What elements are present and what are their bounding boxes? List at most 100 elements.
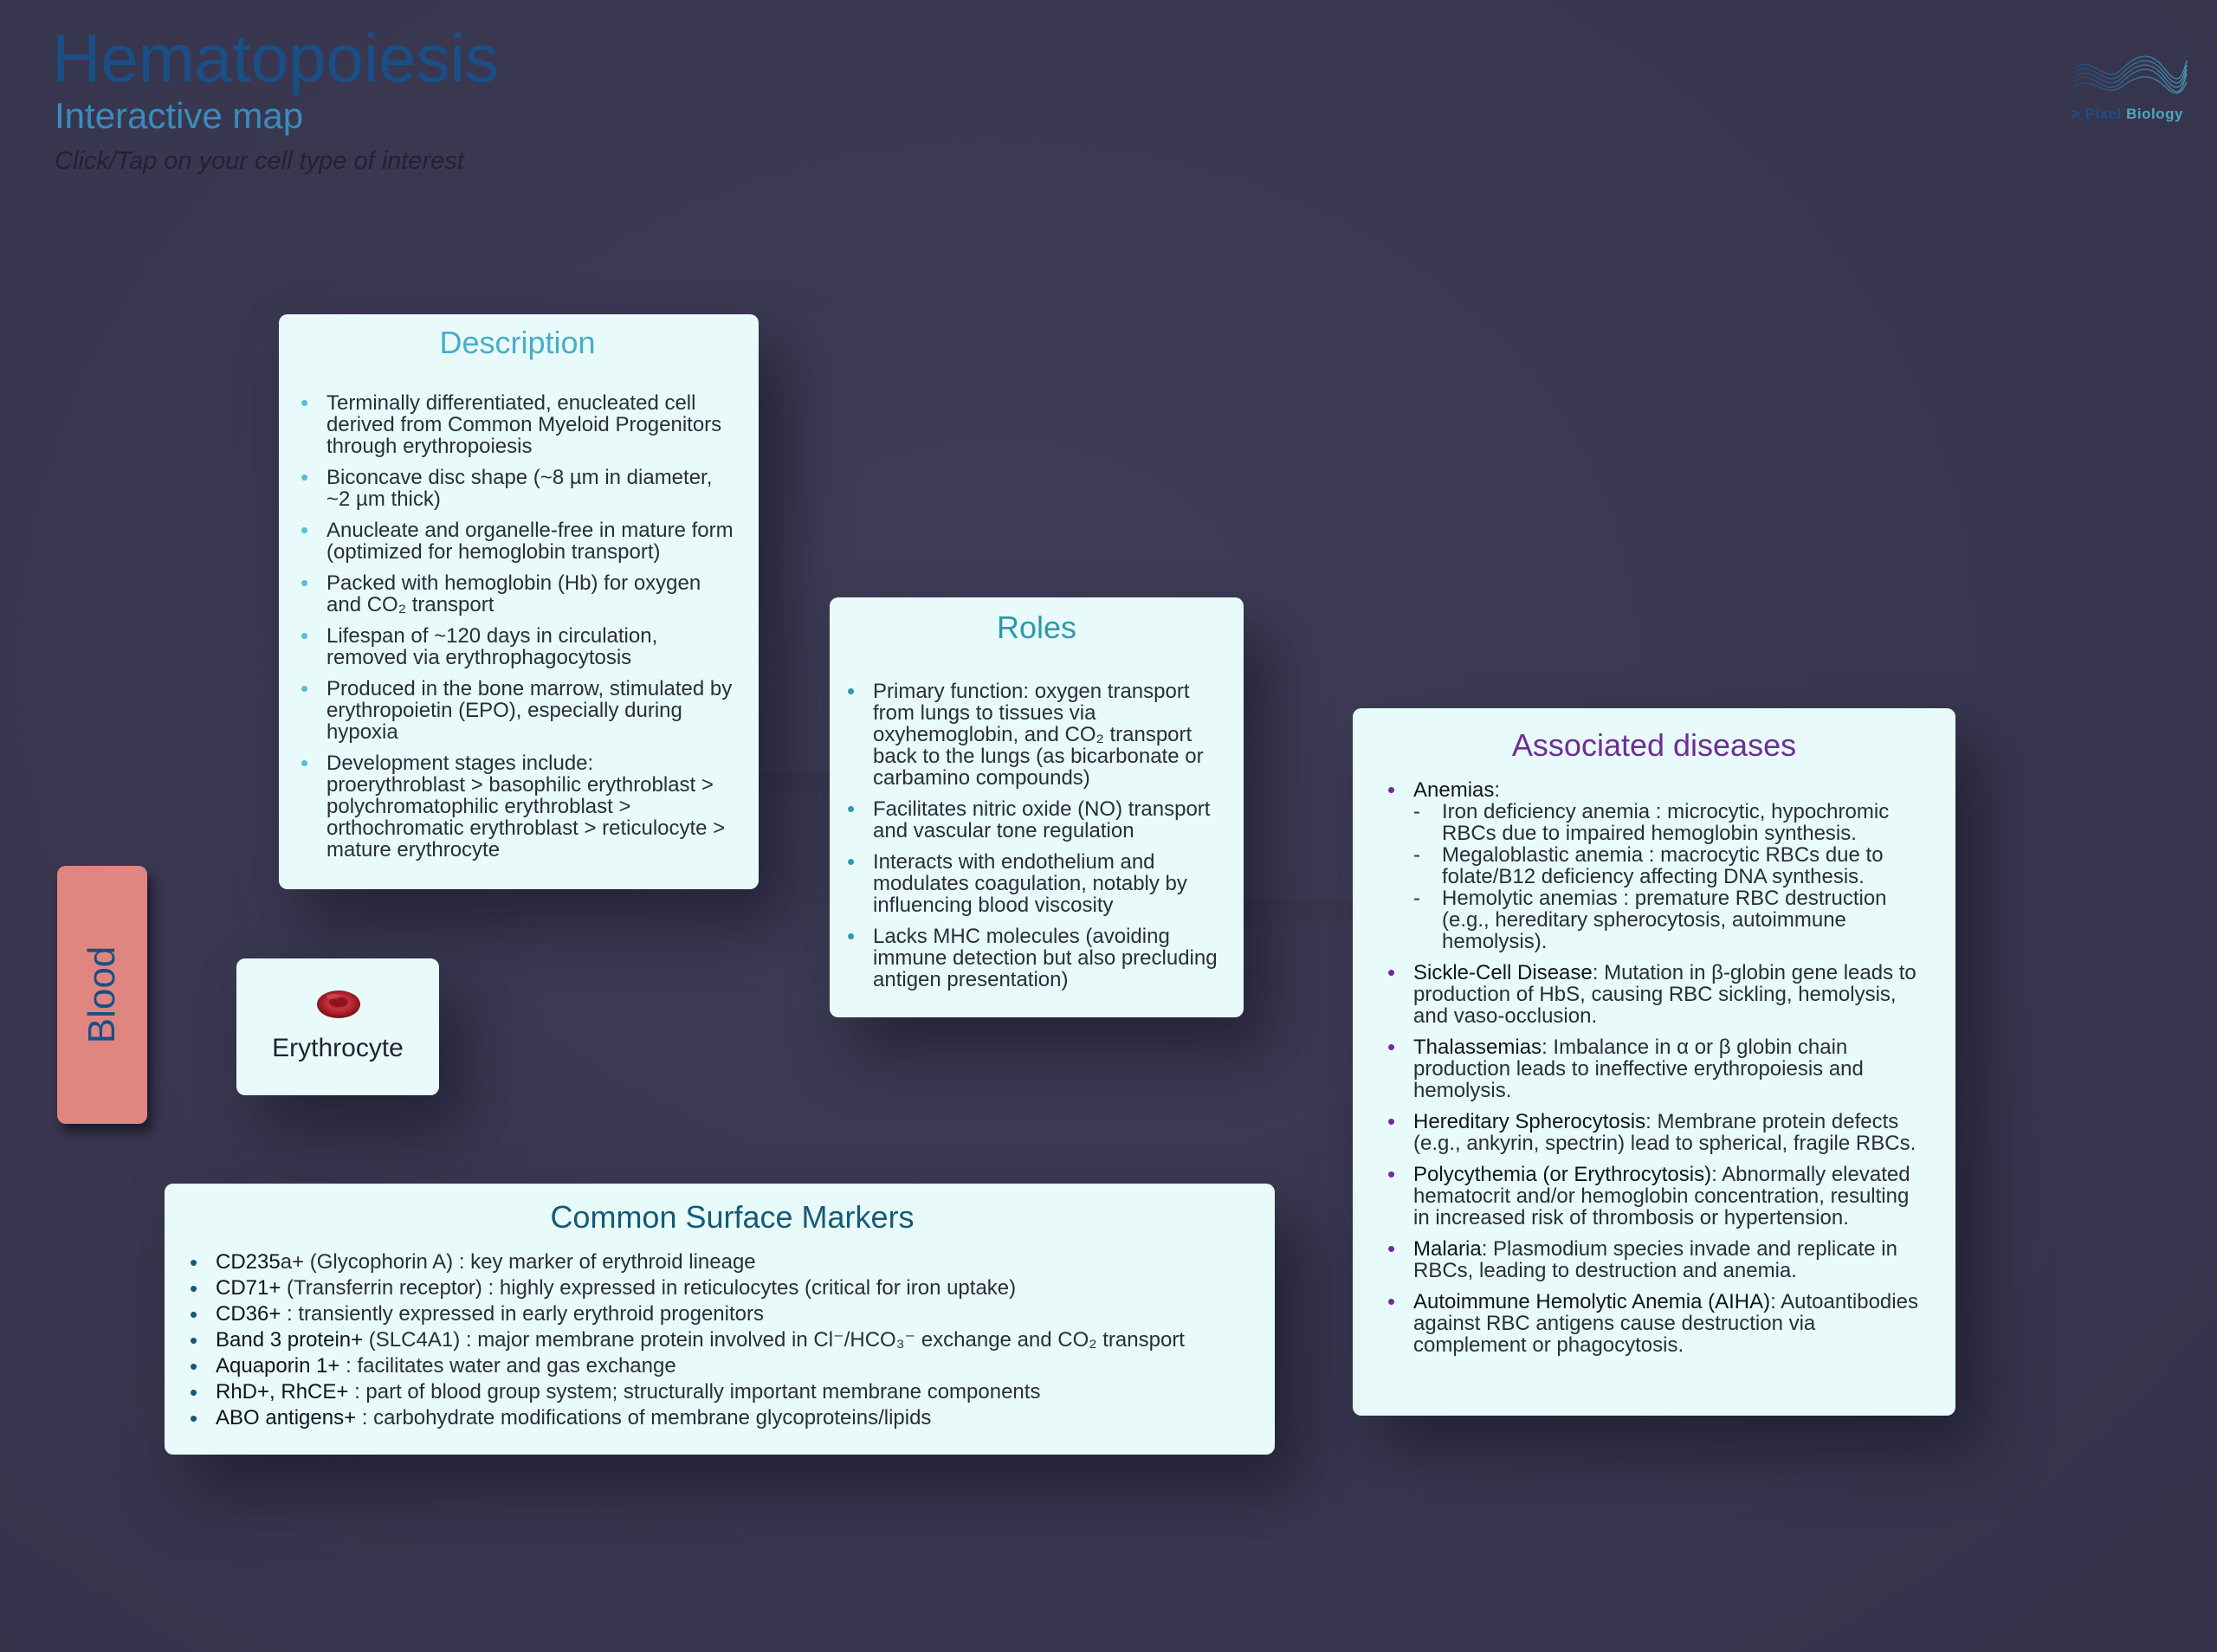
bullet-icon: • bbox=[190, 1379, 198, 1405]
list-item: •Packed with hemoglobin (Hb) for oxygen … bbox=[301, 571, 734, 616]
bullet-icon: • bbox=[301, 517, 309, 543]
anemias-sublist: -Iron deficiency anemia : microcytic, hy… bbox=[1413, 801, 1921, 952]
marker-name: CD235 bbox=[216, 1250, 281, 1274]
list-item: •Development stages include: proerythrob… bbox=[301, 752, 734, 861]
blood-tab-label: Blood bbox=[81, 945, 123, 1044]
page-title: Hematopoiesis bbox=[52, 20, 499, 96]
disease-name: Autoimmune Hemolytic Anemia (AIHA) bbox=[1413, 1290, 1771, 1313]
dash-icon: - bbox=[1413, 843, 1420, 867]
sub-list-item: -Megaloblastic anemia : macrocytic RBCs … bbox=[1413, 844, 1921, 887]
list-item: • Facilitates nitric oxide (NO) transport… bbox=[847, 797, 1226, 842]
marker-name: CD36+ bbox=[216, 1302, 281, 1326]
description-item-text: Terminally differentiated, enucleated ce… bbox=[326, 391, 722, 458]
list-item: • CD71+ (Transferrin receptor) : highly e… bbox=[190, 1275, 1249, 1301]
disease-text: : Autoantibodies against RBC antigens ca… bbox=[1413, 1290, 1918, 1357]
bullet-icon: • bbox=[847, 678, 856, 704]
description-item-text: Biconcave disc shape (~8 µm in diameter,… bbox=[326, 466, 713, 511]
bullet-icon: • bbox=[301, 675, 309, 701]
roles-list: • Primary function: oxygen transport from… bbox=[847, 680, 1226, 991]
disease-name: Anemias bbox=[1413, 778, 1495, 802]
disease-name: Polycythemia (or Erythrocytosis) bbox=[1413, 1163, 1712, 1186]
disease-name: Thalassemias bbox=[1413, 1036, 1542, 1059]
bullet-icon: • bbox=[1387, 1034, 1396, 1060]
list-item: •CD235a+ (Glycophorin A) : key marker of… bbox=[190, 1249, 1249, 1275]
page-subtitle: Interactive map bbox=[55, 95, 304, 136]
disease-text: : Abnormally elevated hematocrit and/or … bbox=[1413, 1163, 1910, 1229]
connector-roles-diseases bbox=[1244, 900, 1353, 921]
erythrocyte-node[interactable]: Erythrocyte bbox=[236, 958, 439, 1095]
marker-text: : carbohydrate modifications of membrane… bbox=[356, 1406, 932, 1429]
list-item: •Lacks MHC molecules (avoiding immune de… bbox=[847, 925, 1226, 991]
marker-name: ABO antigens+ bbox=[216, 1406, 357, 1429]
erythrocyte-label: Erythrocyte bbox=[272, 1034, 404, 1062]
roles-item-text: Primary function: oxygen transport from … bbox=[873, 680, 1204, 790]
bullet-icon: • bbox=[301, 464, 309, 490]
marker-name: CD71+ bbox=[216, 1276, 281, 1300]
list-item: •Autoimmune Hemolytic Anemia (AIHA): Aut… bbox=[1387, 1290, 1921, 1357]
marker-text: (Transferrin receptor) : highly expresse… bbox=[281, 1276, 1017, 1300]
sub-item-text: Megaloblastic anemia : macrocytic RBCs d… bbox=[1442, 843, 1884, 888]
dash-icon: - bbox=[1413, 887, 1420, 910]
bullet-icon: • bbox=[1387, 959, 1396, 985]
connector-desc-roles bbox=[759, 772, 830, 793]
disease-text: : bbox=[1494, 778, 1501, 802]
list-item: • RhD+, RhCE+ : part of blood group syste… bbox=[190, 1379, 1249, 1405]
markers-list: • CD235a+ (Glycophorin A) : key marker of… bbox=[190, 1249, 1249, 1431]
logo-suffix: Biology bbox=[2126, 106, 2183, 122]
description-card: Description • Terminally differentiated, … bbox=[279, 314, 759, 889]
list-item: •Polycythemia (or Erythrocytosis): Abnor… bbox=[1387, 1163, 1921, 1229]
bullet-icon: • bbox=[190, 1405, 198, 1431]
markers-title: Common Surface Markers bbox=[550, 1199, 915, 1235]
description-item-text: Produced in the bone marrow, stimulated … bbox=[326, 677, 733, 744]
marker-text: a+ (Glycophorin A) : key marker of eryth… bbox=[280, 1250, 756, 1274]
list-item: • Biconcave disc shape (~8 µm in diameter… bbox=[301, 466, 734, 511]
marker-name: RhD+, RhCE+ bbox=[216, 1380, 349, 1404]
blood-tab[interactable]: Blood bbox=[57, 866, 147, 1124]
diseases-list: •Anemias: -Iron deficiency anemia : micr… bbox=[1387, 778, 1921, 1357]
logo-text: > Pixel Biology bbox=[2072, 106, 2183, 123]
bullet-icon: • bbox=[301, 623, 309, 649]
disease-name: Hereditary Spherocytosis bbox=[1413, 1110, 1646, 1133]
list-item: •Lifespan of ~120 days in circulation, r… bbox=[301, 624, 734, 668]
logo-prefix: > Pixel bbox=[2072, 106, 2127, 122]
description-list: • Terminally differentiated, enucleated c… bbox=[301, 391, 734, 861]
dash-icon: - bbox=[1413, 800, 1420, 823]
roles-item-text: Interacts with endothelium and modulates… bbox=[873, 850, 1187, 917]
list-item: • Terminally differentiated, enucleated c… bbox=[301, 391, 734, 458]
marker-name: Aquaporin 1+ bbox=[216, 1354, 340, 1378]
sub-list-item: -Hemolytic anemias : premature RBC destr… bbox=[1413, 887, 1921, 952]
bullet-icon: • bbox=[847, 796, 856, 822]
bullet-icon: • bbox=[1387, 1236, 1396, 1262]
list-item: •Sickle-Cell Disease: Mutation in β-glob… bbox=[1387, 961, 1921, 1027]
bullet-icon: • bbox=[190, 1275, 198, 1301]
connector-cell-markers bbox=[381, 1095, 398, 1184]
roles-card: Roles • Primary function: oxygen transpor… bbox=[830, 597, 1244, 1017]
bullet-icon: • bbox=[190, 1353, 198, 1379]
disease-name: Malaria bbox=[1413, 1237, 1482, 1261]
disease-text: : Imbalance in α or β globin chain produ… bbox=[1413, 1036, 1864, 1102]
surface-markers-card: Common Surface Markers • CD235a+ (Glycoph… bbox=[165, 1184, 1275, 1455]
sub-item-text: Iron deficiency anemia : microcytic, hyp… bbox=[1442, 800, 1890, 845]
bullet-icon: • bbox=[1387, 1108, 1396, 1134]
list-item: •Anemias: -Iron deficiency anemia : micr… bbox=[1387, 778, 1921, 952]
list-item: •Malaria: Plasmodium species invade and … bbox=[1387, 1237, 1921, 1281]
description-title: Description bbox=[439, 325, 596, 360]
marker-text: : facilitates water and gas exchange bbox=[339, 1354, 676, 1378]
bullet-icon: • bbox=[301, 750, 309, 776]
pixelbiology-logo-icon bbox=[2073, 55, 2188, 94]
bullet-icon: • bbox=[301, 390, 309, 416]
bullet-icon: • bbox=[847, 849, 856, 874]
list-item: •Anucleate and organelle-free in mature … bbox=[301, 519, 734, 563]
roles-item-text: Facilitates nitric oxide (NO) transport … bbox=[873, 797, 1211, 842]
marker-text: (SLC4A1) : major membrane protein involv… bbox=[363, 1328, 1185, 1352]
list-item: • Primary function: oxygen transport from… bbox=[847, 680, 1226, 790]
instruction-text: Click/Tap on your cell type of interest bbox=[55, 147, 464, 175]
bullet-icon: • bbox=[190, 1301, 198, 1327]
list-item: • Aquaporin 1+ : facilitates water and ga… bbox=[190, 1353, 1249, 1379]
bullet-icon: • bbox=[847, 923, 856, 949]
roles-title: Roles bbox=[996, 610, 1077, 645]
bullet-icon: • bbox=[301, 570, 309, 596]
diseases-title: Associated diseases bbox=[1511, 727, 1797, 763]
marker-text: : part of blood group system; structural… bbox=[348, 1380, 1041, 1404]
list-item: • Produced in the bone marrow, stimulated… bbox=[301, 677, 734, 744]
